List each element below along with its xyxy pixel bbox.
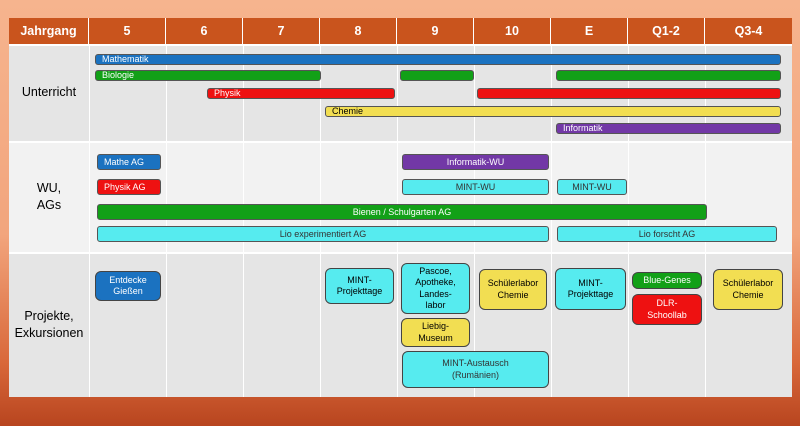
header-col-6: 6	[166, 18, 243, 44]
grid-line	[166, 44, 167, 397]
box-mint-austausch: MINT-Austausch (Rumänien)	[402, 351, 549, 388]
bar-informatik-wu: Informatik-WU	[402, 154, 549, 170]
header-col-e: E	[551, 18, 628, 44]
bar-biologie: Biologie	[95, 70, 321, 81]
curriculum-diagram: Jahrgang 5 6 7 8 9 10 E Q1-2 Q3-4 Unterr…	[9, 18, 792, 397]
header-col-q1-2: Q1-2	[628, 18, 705, 44]
row-label-unterricht: Unterricht	[21, 85, 77, 100]
grid-line	[705, 44, 706, 397]
bar-physik: Physik	[207, 88, 395, 99]
box-liebig-museum: Liebig- Museum	[401, 318, 470, 347]
header-col-5: 5	[89, 18, 166, 44]
grid-line	[474, 44, 475, 397]
bar-chemie: Chemie	[325, 106, 781, 117]
bar-mathe-ag: Mathe AG	[97, 154, 161, 170]
bar-lio-forscht: Lio forscht AG	[557, 226, 777, 242]
header-col-10: 10	[474, 18, 551, 44]
row-label-wu-ags: WU, AGs	[36, 181, 62, 212]
header-col-7: 7	[243, 18, 320, 44]
grid-line	[628, 44, 629, 397]
bar-physik-ag: Physik AG	[97, 179, 161, 195]
box-entdecke-giessen: Entdecke Gießen	[95, 271, 161, 301]
bar-mathematik: Mathematik	[95, 54, 781, 65]
grid-line	[243, 44, 244, 397]
box-dlr-schoollab: DLR- Schoollab	[632, 294, 702, 325]
header-col-q3-4: Q3-4	[705, 18, 792, 44]
box-schuelerlabor-chemie-q3-4: Schülerlabor Chemie	[713, 269, 783, 310]
header-col-8: 8	[320, 18, 397, 44]
bar-lio-experimentiert: Lio experimentiert AG	[97, 226, 549, 242]
bar-mint-wu-e: MINT-WU	[557, 179, 627, 195]
grid-line	[89, 44, 90, 397]
bar-biologie-9	[400, 70, 474, 81]
grid-line	[320, 44, 321, 397]
bar-mint-wu-9-10: MINT-WU	[402, 179, 549, 195]
bar-physik-oberstufe	[477, 88, 781, 99]
box-mint-projekttage-8: MINT- Projekttage	[325, 268, 394, 304]
row-label-projekte: Projekte, Exkursionen	[14, 309, 84, 340]
bar-biologie-oberstufe	[556, 70, 781, 81]
box-mint-projekttage-e: MINT- Projekttage	[555, 268, 626, 310]
grid-line	[551, 44, 552, 397]
box-blue-genes: Blue-Genes	[632, 272, 702, 289]
box-schuelerlabor-chemie-10: Schülerlabor Chemie	[479, 269, 547, 310]
box-pascoe-apotheke: Pascoe, Apotheke, Landes- labor	[401, 263, 470, 314]
header-jahrgang: Jahrgang	[9, 18, 89, 44]
grid-line	[397, 44, 398, 397]
header-col-9: 9	[397, 18, 474, 44]
bar-informatik: Informatik	[556, 123, 781, 134]
bar-bienen-ag: Bienen / Schulgarten AG	[97, 204, 707, 220]
